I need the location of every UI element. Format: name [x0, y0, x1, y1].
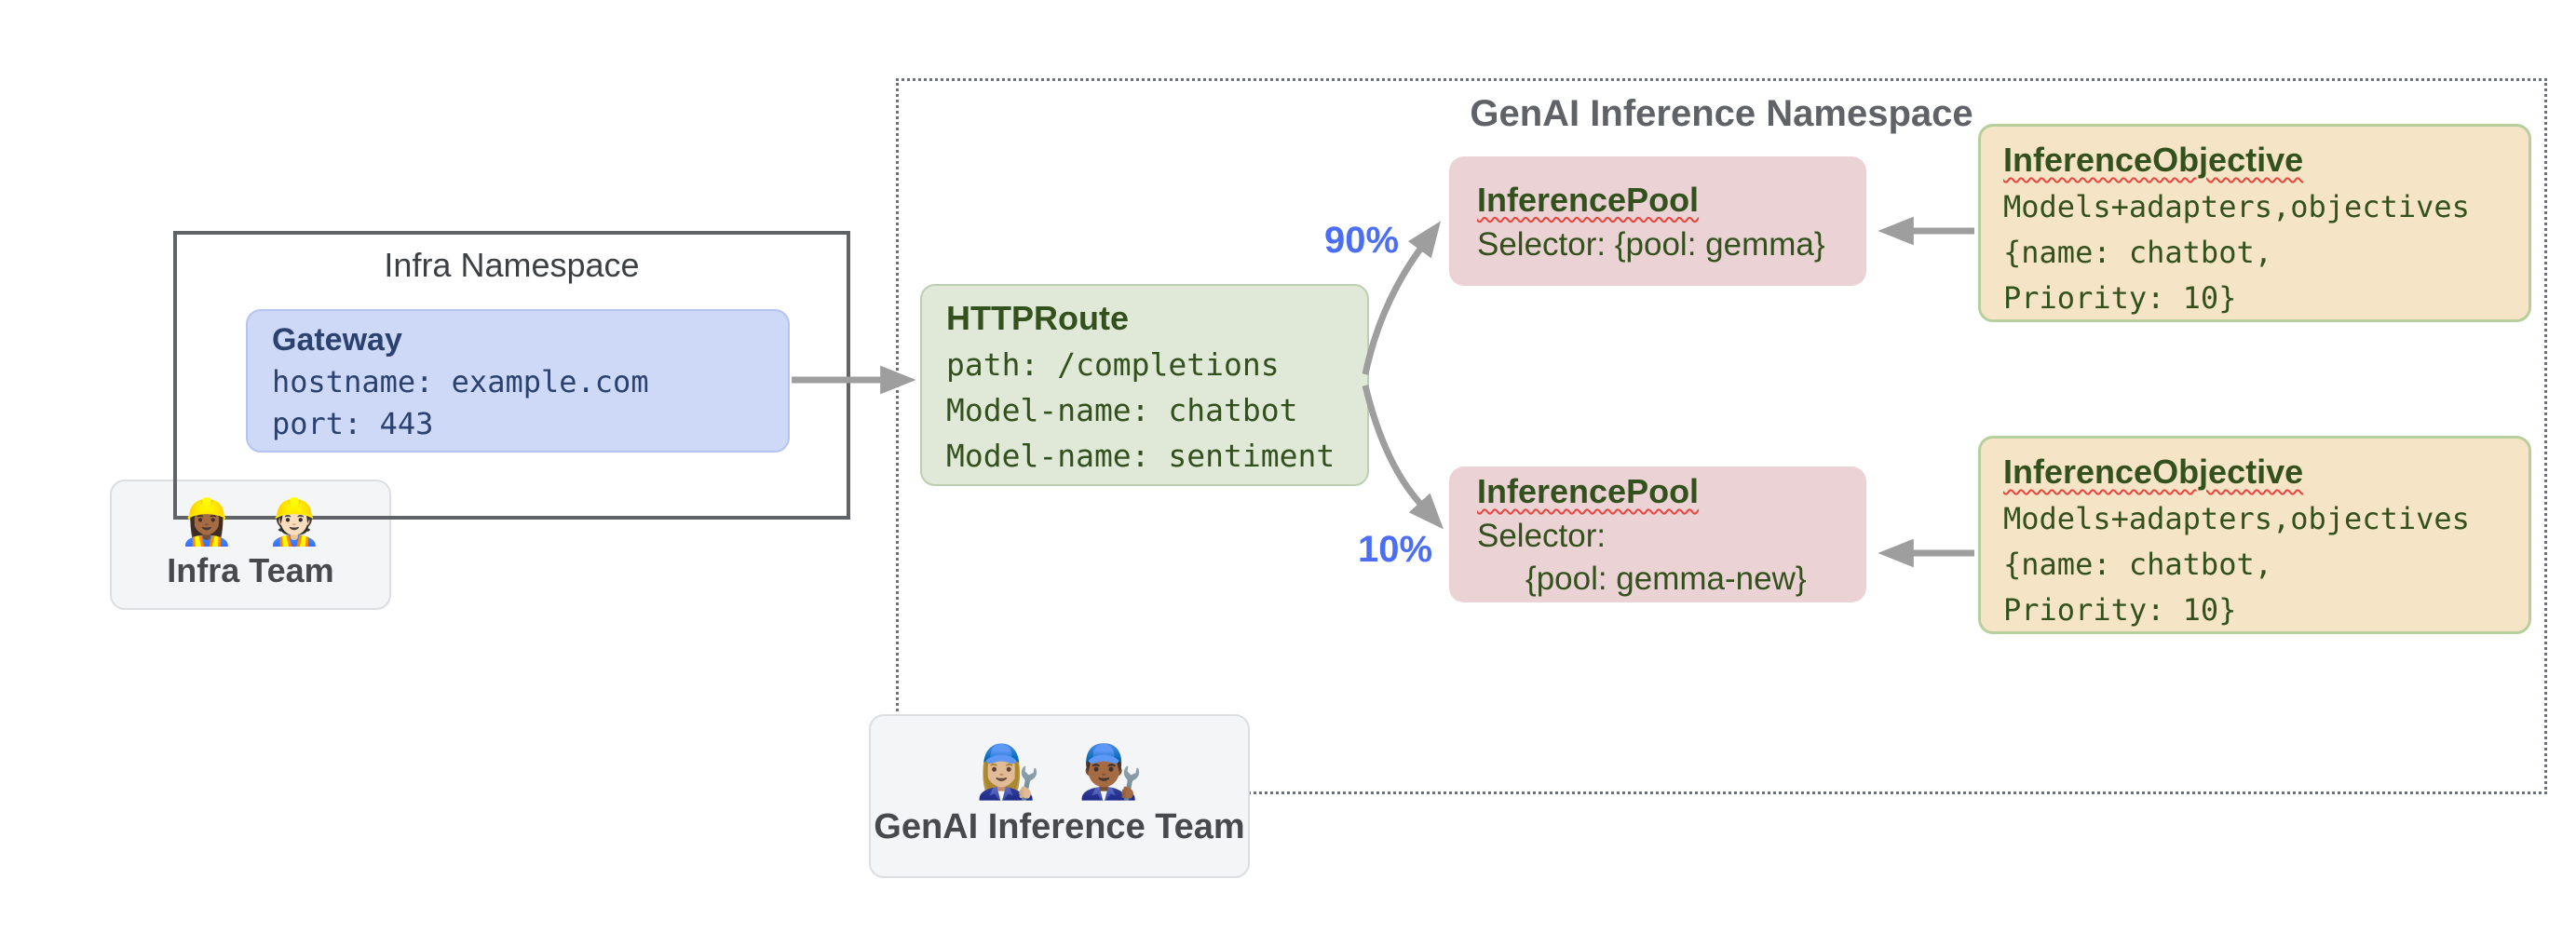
genai-inference-team-card: 👩🏼‍🔧 👨🏾‍🔧 GenAI Inference Team [869, 714, 1250, 878]
woman-construction-worker-icon: 👷🏾‍♀️ [179, 498, 235, 548]
traffic-split-10-label: 10% [1357, 529, 1433, 570]
gateway-hostname-line: hostname: example.com [272, 364, 649, 399]
inference-objective-top-priority-line: Priority: 10} [2003, 280, 2237, 316]
infra-team-content: 👷🏾‍♀️ 👷🏻 Infra Team [112, 481, 389, 608]
inference-objective-bottom-name-line: {name: chatbot, [2003, 547, 2272, 582]
infra-namespace-title: Infra Namespace [384, 246, 640, 284]
gateway-node: Gateway hostname: example.com port: 443 [246, 309, 790, 453]
inference-objective-top-title: InferenceObjective [2003, 136, 2506, 184]
inference-objective-bottom-priority-line: Priority: 10} [2003, 592, 2237, 628]
traffic-split-90-label: 90% [1323, 220, 1400, 261]
httproute-model-chatbot-line: Model-name: chatbot [946, 392, 1298, 428]
inference-objective-bottom-models-line: Models+adapters,objectives [2003, 501, 2470, 536]
inference-objective-bottom-title: InferenceObjective [2003, 448, 2506, 496]
genai-inference-team-content: 👩🏼‍🔧 👨🏾‍🔧 GenAI Inference Team [871, 716, 1248, 876]
inference-objective-bottom-title-text: InferenceObjective [2003, 453, 2304, 491]
mechanic-emoji-row: 👩🏼‍🔧 👨🏾‍🔧 [976, 741, 1143, 803]
inference-objective-top-node: InferenceObjective Models+adapters,objec… [1978, 124, 2531, 322]
inference-pool-gemma-new-selector-line: Selector: [1477, 518, 1607, 554]
httproute-model-sentiment-line: Model-name: sentiment [946, 438, 1335, 474]
inference-pool-gemma-new-selector-value: {pool: gemma-new} [1525, 561, 1807, 597]
inference-objective-top-name-line: {name: chatbot, [2003, 235, 2272, 270]
inference-objective-top-title-text: InferenceObjective [2003, 141, 2304, 179]
infra-namespace-box [173, 231, 850, 520]
inference-pool-gemma-new-title: InferencePool [1477, 468, 1838, 515]
gateway-title: Gateway [272, 322, 402, 358]
infra-team-label: Infra Team [167, 551, 334, 589]
inference-pool-gemma-node: InferencePool Selector: {pool: gemma} [1449, 156, 1866, 286]
inference-pool-gemma-selector-line: Selector: {pool: gemma} [1477, 225, 1825, 263]
construction-worker-emoji-row: 👷🏾‍♀️ 👷🏻 [179, 497, 322, 549]
httproute-path-line: path: /completions [946, 346, 1280, 383]
inference-pool-gemma-title-text: InferencePool [1477, 180, 1700, 219]
httproute-node: HTTPRoute path: /completions Model-name:… [920, 284, 1369, 486]
inference-pool-gemma-new-title-text: InferencePool [1477, 472, 1700, 510]
man-mechanic-icon: 👨🏾‍🔧 [1078, 742, 1144, 801]
genai-inference-namespace-title: GenAI Inference Namespace [1470, 93, 1973, 134]
genai-inference-namespace-box [896, 78, 2547, 794]
inference-pool-gemma-new-node: InferencePool Selector: {pool: gemma-new… [1449, 466, 1866, 602]
httproute-title: HTTPRoute [946, 299, 1129, 337]
woman-mechanic-icon: 👩🏼‍🔧 [975, 742, 1041, 801]
man-construction-worker-icon: 👷🏻 [266, 498, 322, 548]
genai-inference-team-label: GenAI Inference Team [874, 807, 1245, 846]
gateway-port-line: port: 443 [272, 406, 434, 441]
infra-team-card: 👷🏾‍♀️ 👷🏻 Infra Team [110, 480, 391, 610]
inference-objective-bottom-node: InferenceObjective Models+adapters,objec… [1978, 436, 2531, 634]
inference-pool-gemma-title: InferencePool [1477, 177, 1838, 223]
inference-objective-top-models-line: Models+adapters,objectives [2003, 189, 2470, 224]
